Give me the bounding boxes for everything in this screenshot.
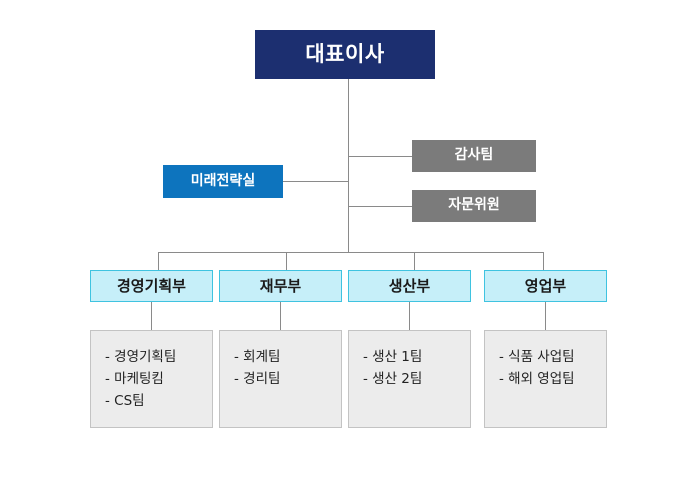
connector-dept-teams-3 [409,302,410,330]
list-item: - 해외 영업팀 [499,370,575,387]
connector-dept-teams-4 [545,302,546,330]
connector-ceo-advisory [348,206,412,207]
node-audit-team[interactable]: 감사팀 [412,140,536,172]
node-ceo-label: 대표이사 [305,41,385,66]
connector-ceo-strategy [283,181,348,182]
list-item: - 마케팅킴 [105,370,164,387]
connector-bus-dept-1 [158,252,159,270]
connector-bus-dept-3 [414,252,415,270]
node-department-2-label: 재무부 [259,276,302,295]
node-ceo[interactable]: 대표이사 [255,30,435,79]
node-department-1[interactable]: 경영기획부 [90,270,213,302]
list-item: - 경리팀 [234,370,281,387]
connector-bus-dept-4 [543,252,544,270]
node-advisory-committee-label: 자문위원 [448,197,500,214]
node-future-strategy-office-label: 미래전략실 [190,172,256,189]
node-department-3[interactable]: 생산부 [348,270,471,302]
list-item: - 생산 2팀 [363,370,423,387]
list-item: - CS팀 [105,392,145,409]
list-item: - 회계팀 [234,349,281,365]
node-team-list-3: - 생산 1팀 - 생산 2팀 [348,330,471,428]
node-department-3-label: 생산부 [388,276,431,295]
connector-ceo-audit [348,156,412,157]
connector-bus-dept-2 [286,252,287,270]
node-future-strategy-office[interactable]: 미래전략실 [163,165,283,198]
connector-dept-teams-2 [280,302,281,330]
connector-ceo-trunk [348,79,349,253]
list-item: - 경영기획팀 [105,349,177,365]
node-advisory-committee[interactable]: 자문위원 [412,190,536,222]
node-department-1-label: 경영기획부 [116,276,186,295]
node-team-list-4: - 식품 사업팀 - 해외 영업팀 [484,330,607,428]
node-department-4[interactable]: 영업부 [484,270,607,302]
connector-dept-teams-1 [151,302,152,330]
list-item: - 생산 1팀 [363,349,423,365]
node-department-2[interactable]: 재무부 [219,270,342,302]
node-team-list-1: - 경영기획팀 - 마케팅킴 - CS팀 [90,330,213,428]
connector-department-bus [158,252,544,253]
list-item: - 식품 사업팀 [499,349,575,365]
node-audit-team-label: 감사팀 [454,147,494,164]
node-department-4-label: 영업부 [524,276,567,295]
node-team-list-2: - 회계팀 - 경리팀 [219,330,342,428]
